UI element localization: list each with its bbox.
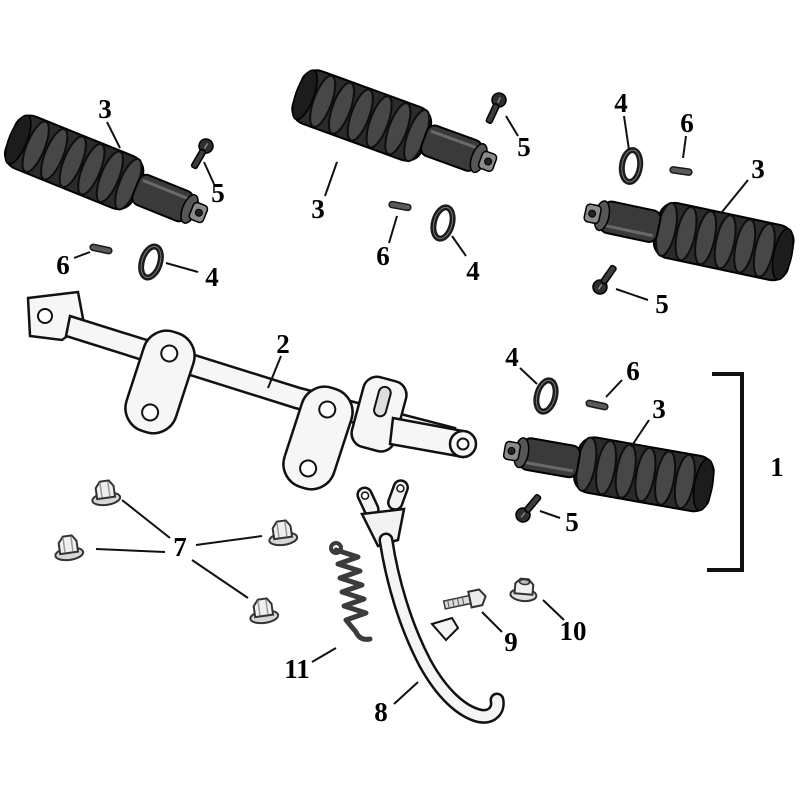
callout-flange-bolts: 7 (173, 532, 187, 562)
footpeg-top-left (0, 108, 218, 243)
callout-screw-lower: 5 (565, 507, 579, 537)
mounting-bar (26, 290, 478, 491)
kickstand (356, 479, 505, 724)
callout-footpeg-top-middle: 3 (311, 194, 325, 224)
callout-assembly-bracket: 1 (770, 452, 784, 482)
callout-screw-top-left: 5 (211, 178, 225, 208)
flange-bolt-4 (246, 596, 280, 626)
callout-oring-left: 4 (205, 262, 219, 292)
leader-lines (73, 115, 749, 705)
oring-top-right (620, 149, 642, 183)
pin-middle (387, 200, 413, 212)
assembly-bracket (707, 372, 744, 572)
callout-oring-middle: 4 (466, 256, 480, 286)
callout-screw-top-right: 5 (655, 289, 669, 319)
pin-lower (584, 399, 610, 411)
callout-spring: 11 (284, 654, 310, 684)
callout-pin-lower: 6 (626, 356, 640, 386)
callout-pin-left: 6 (56, 250, 70, 280)
callout-oring-top-right: 4 (614, 88, 628, 118)
callout-mounting-bar: 2 (276, 329, 290, 359)
screw-lower (512, 490, 546, 526)
pin-left (88, 243, 114, 255)
callout-footpeg-lower: 3 (652, 394, 666, 424)
callout-screw-top-middle: 5 (517, 132, 531, 162)
callout-footpeg-top-left: 3 (98, 94, 112, 124)
screw-top-middle (481, 89, 510, 127)
pivot-bolt (441, 587, 489, 614)
callout-oring-lower: 4 (505, 342, 519, 372)
flange-nut (508, 576, 539, 604)
callout-pin-top-right: 6 (680, 108, 694, 138)
oring-middle (430, 205, 456, 241)
footpeg-top-middle (285, 63, 506, 192)
oring-left (137, 244, 164, 280)
callout-kickstand: 8 (374, 697, 388, 727)
screw-top-right (589, 261, 621, 298)
callout-flange-nut: 10 (560, 616, 587, 646)
callout-pin-middle: 6 (376, 241, 390, 271)
spring (329, 541, 373, 642)
callout-footpeg-top-right: 3 (751, 154, 765, 184)
callout-pivot-bolt: 9 (504, 627, 518, 657)
flange-bolt-3 (265, 518, 299, 548)
flange-bolt-2 (51, 533, 85, 563)
screw-top-left (186, 135, 217, 172)
pin-top-right (668, 165, 694, 177)
flange-bolt-1 (88, 478, 122, 508)
callout-labels: 3 5 6 4 3 5 6 4 4 6 3 5 2 4 6 3 1 5 7 9 … (56, 88, 784, 727)
